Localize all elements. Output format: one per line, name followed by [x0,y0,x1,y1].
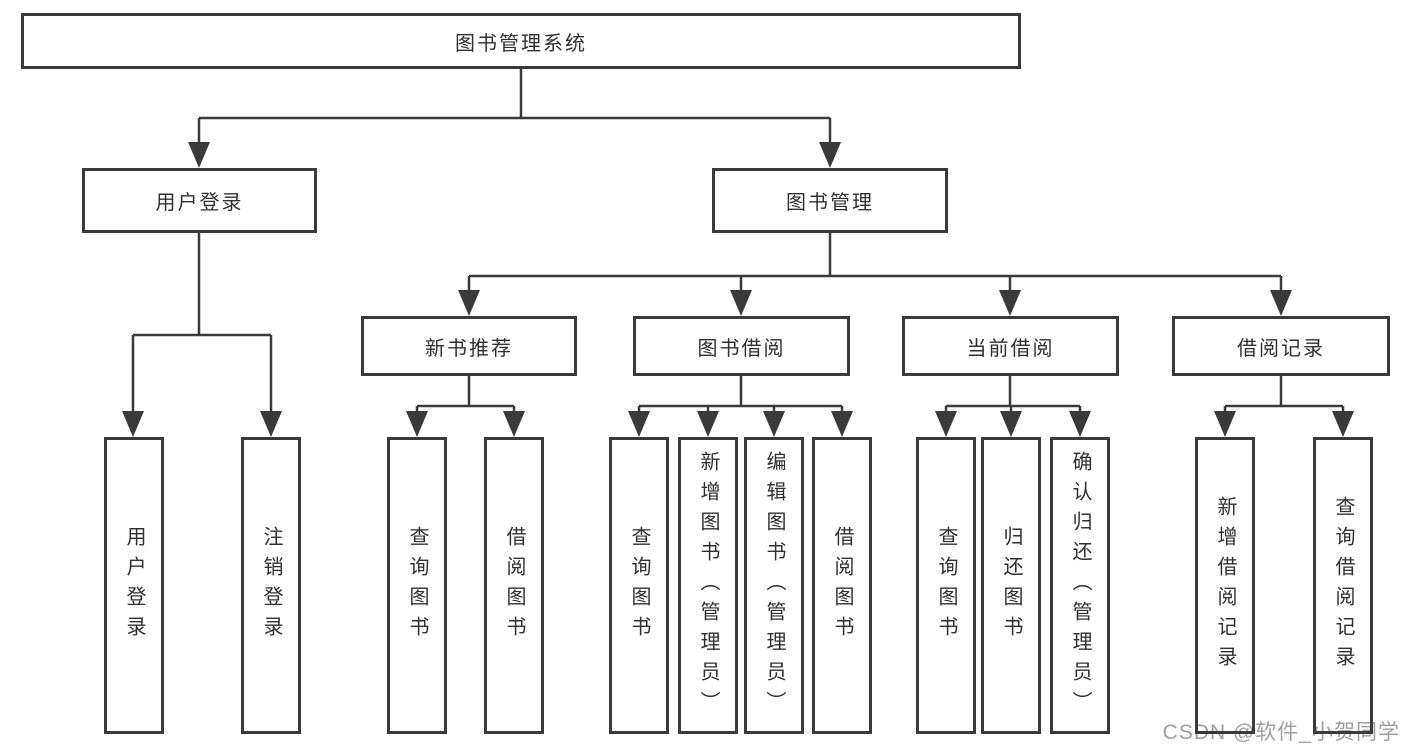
leaf-edit-books-admin: 编辑图书（管理员） [744,437,804,734]
connector-borrowrecord-to-leaves [1214,376,1354,437]
leaf-logout-login: 注销登录 [241,437,301,734]
leaf-label: 用户登录 [123,525,145,646]
node-new-book-recommend: 新书推荐 [361,316,577,376]
node-borrow-records-label: 借阅记录 [1237,337,1325,360]
leaf-label: 查询借阅记录 [1332,495,1354,676]
node-borrow-records: 借阅记录 [1172,316,1390,376]
watermark: CSDN @软件_小贺同学 [1162,721,1400,744]
node-user-login-label: 用户登录 [155,192,244,214]
node-current-borrow: 当前借阅 [902,316,1119,376]
arrow-down-icon [406,411,428,437]
arrow-down-icon [697,411,719,437]
leaf-label: 查询图书 [935,525,957,646]
arrow-down-icon [1000,411,1022,437]
node-book-management-label: 图书管理 [786,192,874,214]
leaf-add-books-admin: 新增图书（管理员） [678,437,738,734]
leaf-query-books-borrow: 查询图书 [609,437,669,734]
arrow-down-icon [188,142,210,168]
leaf-label: 查询图书 [628,525,650,646]
leaf-borrow-books: 借阅图书 [812,437,872,734]
arrow-down-icon [1332,411,1354,437]
leaf-label: 归还图书 [1000,525,1022,646]
leaf-label: 注销登录 [260,525,282,646]
arrow-down-icon [935,411,957,437]
arrow-down-icon [122,411,144,437]
leaf-user-login: 用户登录 [104,437,164,734]
arrow-down-icon [1270,290,1292,316]
arrow-down-icon [1214,411,1236,437]
connector-bookborrow-to-leaves [628,376,853,437]
connector-userlogin-to-leaves [122,233,282,437]
arrow-down-icon [1069,411,1091,437]
arrow-down-icon [628,411,650,437]
arrow-down-icon [831,411,853,437]
connector-currentborrow-to-leaves [935,376,1091,437]
arrow-down-icon [819,142,841,168]
leaf-label: 新增图书（管理员） [697,450,719,721]
connector-root-to-level2 [188,69,841,168]
node-user-login: 用户登录 [82,168,317,233]
leaf-query-books-newbook: 查询图书 [387,437,447,734]
leaf-label: 借阅图书 [503,525,525,646]
node-root: 图书管理系统 [21,13,1021,69]
leaf-label: 确认归还（管理员） [1069,450,1091,721]
leaf-return-books: 归还图书 [981,437,1041,734]
leaf-label: 编辑图书（管理员） [763,450,785,721]
arrow-down-icon [730,290,752,316]
node-root-label: 图书管理系统 [455,32,587,55]
connector-bookmgmt-to-level3 [458,233,1292,316]
arrow-down-icon [458,290,480,316]
leaf-query-books-current: 查询图书 [916,437,976,734]
leaf-borrow-books-newbook: 借阅图书 [484,437,544,734]
leaf-label: 新增借阅记录 [1214,495,1236,676]
leaf-label: 借阅图书 [831,525,853,646]
arrow-down-icon [260,411,282,437]
node-new-book-recommend-label: 新书推荐 [425,337,513,360]
arrow-down-icon [503,411,525,437]
node-book-management: 图书管理 [712,168,948,233]
connector-newbook-to-leaves [406,376,525,437]
leaf-confirm-return-admin: 确认归还（管理员） [1050,437,1110,734]
node-book-borrow-label: 图书借阅 [697,337,786,360]
leaf-add-borrow-record: 新增借阅记录 [1195,437,1255,734]
leaf-query-borrow-record: 查询借阅记录 [1313,437,1373,734]
node-book-borrow: 图书借阅 [633,316,850,376]
leaf-label: 查询图书 [406,525,428,646]
arrow-down-icon [999,290,1021,316]
arrow-down-icon [763,411,785,437]
node-current-borrow-label: 当前借阅 [966,337,1055,360]
